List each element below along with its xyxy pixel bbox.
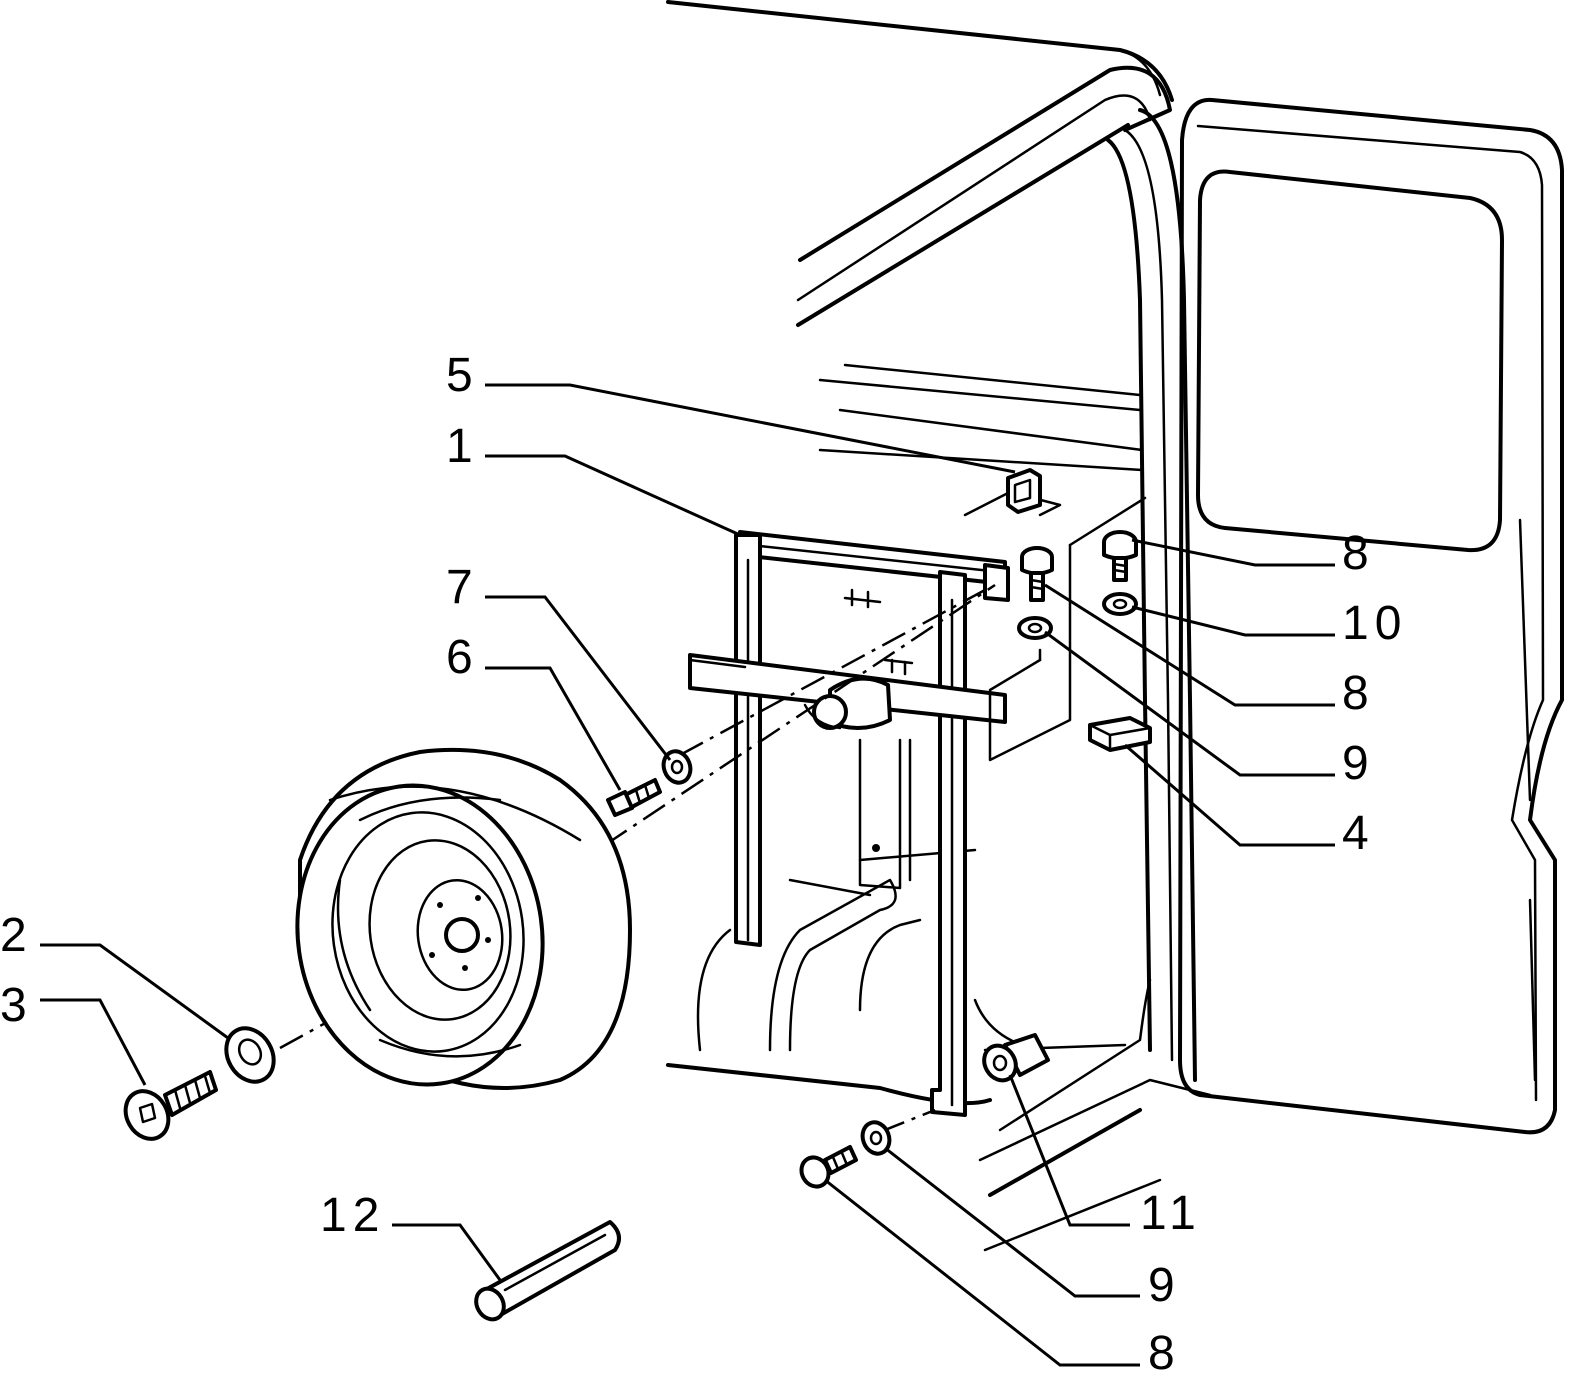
bolt-8-lower xyxy=(799,1145,858,1189)
bolt-8-upper-right xyxy=(1102,530,1138,582)
callout-8-upper: 8 xyxy=(1342,527,1375,580)
carrier-frame xyxy=(688,530,1010,1117)
callout-9-upper: 9 xyxy=(1342,737,1375,790)
callout-7: 7 xyxy=(446,561,479,614)
callout-10: 10 xyxy=(1342,597,1408,650)
washer-9-upper xyxy=(1017,616,1053,640)
washer-2 xyxy=(224,1026,276,1084)
bolt-8-upper-left xyxy=(1020,546,1054,602)
rear-door xyxy=(1178,97,1564,1135)
assembly-axis-frame xyxy=(604,583,996,847)
callout-8-middle: 8 xyxy=(1342,667,1375,720)
callout-8-lower: 8 xyxy=(1148,1327,1181,1380)
sleeve-nut-11 xyxy=(982,1033,1050,1083)
callout-11: 11 xyxy=(1140,1187,1202,1240)
washer-10 xyxy=(1102,592,1138,616)
assembly-axis-lower xyxy=(879,1108,936,1134)
callout-1: 1 xyxy=(446,420,479,473)
callout-9-lower: 9 xyxy=(1148,1259,1181,1312)
block-4 xyxy=(1088,716,1152,752)
callout-3: 3 xyxy=(0,979,33,1032)
callout-5: 5 xyxy=(446,349,479,402)
washer-9-lower xyxy=(860,1120,892,1156)
assembly-axis-bolt-7 xyxy=(679,588,986,757)
screw-3 xyxy=(123,1070,218,1141)
bolt-6 xyxy=(606,778,662,817)
callout-6: 6 xyxy=(446,631,479,684)
clip-5 xyxy=(1006,468,1042,514)
callout-12: 12 xyxy=(320,1189,386,1242)
leader-lines xyxy=(40,383,1335,1367)
pin-12 xyxy=(474,1220,621,1322)
callout-4: 4 xyxy=(1342,807,1375,860)
callout-2: 2 xyxy=(0,909,33,962)
spare-wheel xyxy=(295,747,632,1090)
